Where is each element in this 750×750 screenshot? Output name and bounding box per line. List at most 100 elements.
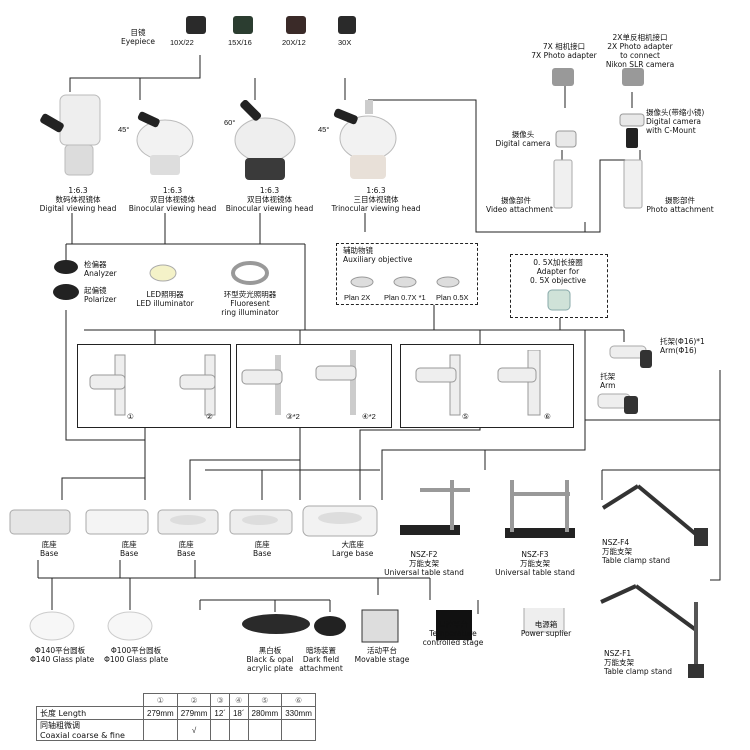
universal-stand-images (400, 480, 575, 538)
eyepiece-images (186, 16, 356, 34)
stand-number-1: ① (127, 412, 134, 421)
binocular-head-60-image (234, 100, 296, 180)
base-images (9, 505, 378, 537)
aux-objective-images (350, 276, 460, 288)
spec-length-1: 279mm (143, 706, 178, 720)
binocular-60-angle: 60° (224, 118, 236, 127)
stand-number-3: ③*2 (286, 412, 300, 421)
adapter-05x-image (547, 289, 571, 311)
stand-group-5-6 (400, 344, 574, 428)
clamp-stand-f4-image (601, 484, 708, 546)
stand-group-3-4 (236, 344, 392, 428)
photo-attachment-image (623, 159, 643, 209)
spec-header-6: ⑥ (281, 693, 316, 707)
spec-header-1: ① (143, 693, 178, 707)
aux-objective-box (336, 243, 478, 305)
led-illuminator-image (149, 264, 177, 282)
spec-coaxial-3 (210, 719, 230, 741)
digital-head-image (40, 94, 101, 176)
spec-header-row: ① ② ③ ④ ⑤ ⑥ (37, 693, 316, 707)
aux-plan-2x: Plan 2X (344, 293, 371, 302)
eyepiece-30x: 30X (338, 38, 352, 47)
spec-coaxial-6 (281, 719, 316, 741)
clamp-stand-f1-image (600, 584, 704, 678)
spec-table: ① ② ③ ④ ⑤ ⑥ 长度 Length 279mm 279mm 12´ 18… (36, 693, 316, 741)
spec-length-5: 280mm (247, 706, 283, 720)
aux-plan-05x: Plan 0.5X (436, 293, 469, 302)
spec-length-row: 长度 Length 279mm 279mm 12´ 18´ 280mm 330m… (36, 706, 316, 720)
arm-image (597, 393, 638, 414)
stand-number-4: ④*2 (362, 412, 376, 421)
aux-plan-07x: Plan 0.7X *1 (384, 293, 426, 302)
ring-illuminator-image (231, 261, 269, 285)
spec-header-5: ⑤ (247, 693, 283, 707)
spec-coaxial-2: √ (176, 719, 212, 741)
binocular-45-angle: 45° (118, 125, 130, 134)
plate-images (29, 608, 565, 643)
spec-length-3: 12´ (210, 706, 230, 720)
spec-header-3: ③ (210, 693, 230, 707)
eyepiece-10x: 10X/22 (170, 38, 194, 47)
stand-number-2: ② (206, 412, 213, 421)
spec-length-4: 18´ (228, 706, 249, 720)
analyzer-polarizer-images (53, 260, 79, 300)
stand-number-5: ⑤ (462, 412, 469, 421)
trinocular-head-image (333, 100, 397, 179)
spec-length-2: 279mm (176, 706, 212, 720)
eyepiece-15x: 15X/16 (228, 38, 252, 47)
stand-number-6: ⑥ (544, 412, 551, 421)
photo-adapter-images (552, 68, 644, 86)
video-attachment-image (553, 159, 573, 209)
stand-images (89, 350, 541, 416)
trinocular-45-angle: 45° (318, 125, 330, 134)
cmount-camera-image (619, 113, 645, 148)
spec-header-4: ④ (228, 693, 249, 707)
binocular-head-45-image (136, 111, 194, 175)
spec-coaxial-4 (228, 719, 249, 741)
arm-holder-image (609, 345, 652, 368)
digital-camera-image (555, 130, 577, 148)
spec-coaxial-1 (143, 719, 178, 741)
spec-length-6: 330mm (281, 706, 316, 720)
spec-length-label: 长度 Length (36, 706, 144, 720)
spec-header-2: ② (176, 693, 212, 707)
spec-coaxial-5 (247, 719, 283, 741)
